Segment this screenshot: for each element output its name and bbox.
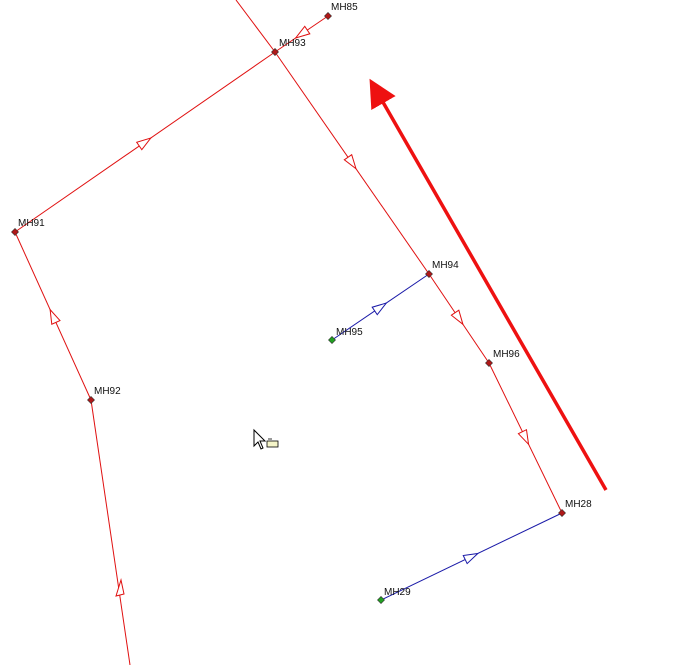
pipe-stub-bottom[interactable] bbox=[90, 399, 131, 665]
node-label: MH29 bbox=[384, 587, 411, 598]
pointer-with-add-icon bbox=[253, 428, 279, 450]
manhole-mh29[interactable]: MH29 bbox=[377, 587, 411, 604]
node-label: MH95 bbox=[336, 327, 363, 338]
annotation-arrow bbox=[369, 78, 608, 491]
flow-arrow-icon bbox=[49, 308, 61, 325]
node-marker[interactable] bbox=[558, 509, 566, 517]
node-marker[interactable] bbox=[485, 359, 493, 367]
manhole-mh92[interactable]: MH92 bbox=[87, 386, 121, 404]
manhole-mh91[interactable]: MH91 bbox=[11, 218, 45, 236]
node-label: MH93 bbox=[279, 38, 306, 49]
manhole-mh95[interactable]: MH95 bbox=[328, 327, 363, 344]
flow-arrow-icon bbox=[517, 428, 530, 446]
flow-arrow-icon bbox=[135, 137, 153, 151]
flow-arrow-icon bbox=[115, 578, 125, 597]
manhole-mh85[interactable]: MH85 bbox=[324, 2, 358, 20]
manhole-mh28[interactable]: MH28 bbox=[558, 499, 592, 517]
flow-arrow-icon bbox=[462, 552, 480, 565]
node-label: MH94 bbox=[432, 260, 459, 271]
manhole-mh96[interactable]: MH96 bbox=[485, 349, 520, 367]
node-marker[interactable] bbox=[425, 270, 433, 278]
pipes-layer bbox=[14, 15, 563, 601]
node-marker[interactable] bbox=[324, 12, 332, 20]
node-marker[interactable] bbox=[377, 596, 385, 604]
node-marker[interactable] bbox=[11, 228, 19, 236]
node-marker[interactable] bbox=[328, 336, 336, 344]
manhole-mh93[interactable]: MH93 bbox=[271, 38, 306, 56]
flow-arrow-icon bbox=[343, 153, 357, 171]
node-label: MH96 bbox=[493, 349, 520, 360]
node-marker[interactable] bbox=[87, 396, 95, 404]
flow-arrow-icon bbox=[371, 302, 388, 316]
pipe-stub-top[interactable] bbox=[235, 0, 276, 53]
node-label: MH28 bbox=[565, 499, 592, 510]
node-label: MH92 bbox=[94, 386, 121, 397]
flow-arrow-icon bbox=[450, 309, 464, 326]
manhole-mh94[interactable]: MH94 bbox=[425, 260, 459, 278]
flow-arrow-icon bbox=[294, 25, 311, 39]
node-marker[interactable] bbox=[271, 48, 279, 56]
node-label: MH91 bbox=[18, 218, 45, 229]
pipe-stubs bbox=[90, 0, 276, 665]
node-label: MH85 bbox=[331, 2, 358, 13]
